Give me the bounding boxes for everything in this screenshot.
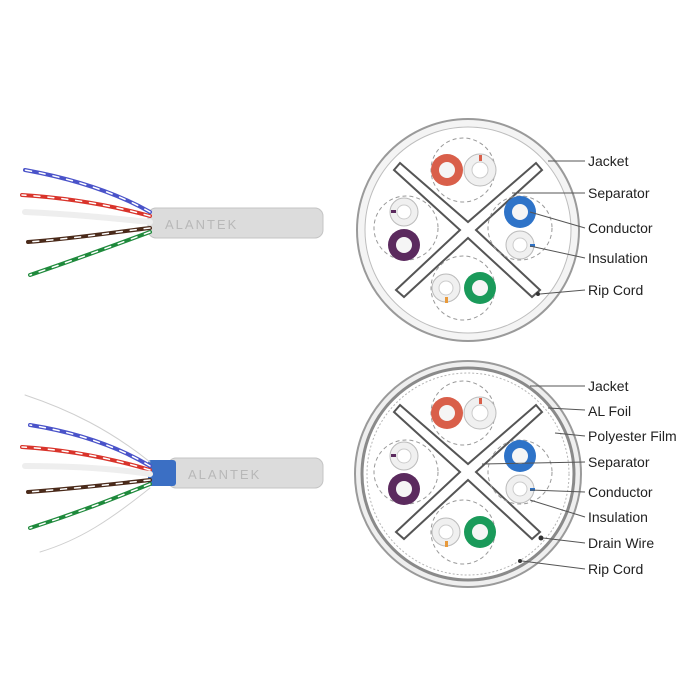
- ftp-brand-text: ALANTEK: [188, 467, 261, 482]
- ftp-polyester-film-ring: [366, 372, 570, 576]
- ftp-cable-side-view: ALANTEK: [20, 394, 324, 553]
- ftp-label-drain-wire: Drain Wire: [588, 535, 654, 551]
- ftp-label-rip-cord: Rip Cord: [588, 561, 643, 577]
- utp-label-insulation: Insulation: [588, 250, 648, 266]
- ftp-cross-section: Jacket AL Foil Polyester Film Separator …: [354, 360, 677, 588]
- ftp-label-al-foil: AL Foil: [588, 403, 631, 419]
- ftp-label-polyester-film: Polyester Film: [588, 428, 677, 444]
- ftp-rip-cord: [518, 559, 522, 563]
- utp-conductors: [388, 153, 536, 304]
- ftp-drain-wire: [538, 535, 544, 541]
- utp-cross-section: Jacket Separator Conductor Insulation Ri…: [356, 118, 653, 342]
- ftp-label-conductor: Conductor: [588, 484, 653, 500]
- ftp-foil-band: [148, 460, 176, 486]
- ftp-conductors: [388, 396, 536, 548]
- utp-cable-side-view: ALANTEK: [20, 168, 324, 277]
- utp-label-rip-cord: Rip Cord: [588, 282, 643, 298]
- ftp-separator-cross: [392, 403, 544, 541]
- utp-twisted-pairs: [20, 168, 153, 277]
- utp-label-separator: Separator: [588, 185, 650, 201]
- ftp-label-separator: Separator: [588, 454, 650, 470]
- ftp-label-insulation: Insulation: [588, 509, 648, 525]
- utp-rip-cord: [536, 292, 540, 296]
- utp-separator-cross: [392, 161, 544, 299]
- utp-label-conductor: Conductor: [588, 220, 653, 236]
- ftp-twisted-pairs: [20, 394, 153, 553]
- utp-brand-text: ALANTEK: [165, 217, 238, 232]
- ftp-label-jacket: Jacket: [588, 378, 629, 394]
- utp-label-jacket: Jacket: [588, 153, 629, 169]
